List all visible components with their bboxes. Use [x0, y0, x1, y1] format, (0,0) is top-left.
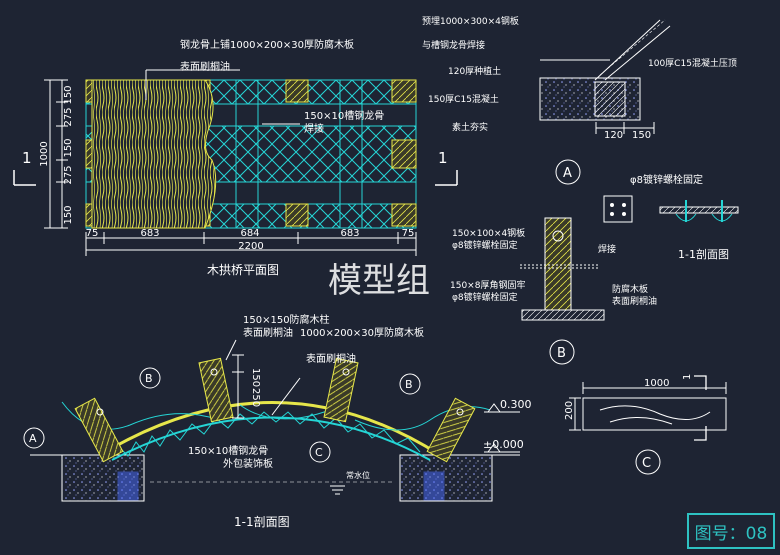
detail-a-note-2: 与槽钢龙骨焊接	[422, 39, 485, 51]
detail-b-section-title: 1-1剖面图	[678, 247, 729, 261]
plan-dim-h: 683	[340, 228, 359, 239]
plan-dim-h: 75	[86, 228, 99, 239]
plan-dim-h: 75	[402, 228, 415, 239]
detail-b-note-3: 焊接	[598, 243, 616, 255]
section-title: 1-1剖面图	[234, 515, 290, 529]
plan-note-channel: 150×10槽钢龙骨	[304, 109, 384, 122]
detail-b-post	[544, 217, 572, 311]
plan-note-channel-2: 焊接	[304, 122, 324, 135]
watermark-text: 模型组	[328, 261, 430, 301]
plan-title: 木拱桥平面图	[207, 263, 279, 277]
section-arch-top	[99, 401, 441, 457]
section-mark-b-right: B	[405, 378, 413, 391]
plan-dim-v: 150	[63, 85, 74, 104]
section-mark-right: 1	[438, 149, 448, 167]
section-foundation-right	[399, 454, 493, 502]
detail-a-note-4: 150厚C15混凝土	[428, 93, 499, 105]
detail-c-board	[582, 397, 727, 431]
detail-a-dim-1: 120	[604, 130, 623, 141]
detail-b-note-bolt: φ8镀锌螺栓固定	[630, 173, 703, 186]
section-mark-b-left: B	[145, 372, 153, 385]
detail-a-note-5: 素土夯实	[452, 121, 488, 133]
section-note-post-2: 表面刷桐油	[243, 326, 293, 339]
section-post	[198, 357, 234, 423]
plan-block	[391, 203, 417, 227]
detail-b-note-2: φ8镀锌螺栓固定	[452, 239, 518, 251]
detail-c-section-mark: 1	[682, 374, 693, 380]
detail-b-base-plate	[521, 309, 605, 321]
plan-dim-v-total: 1000	[39, 141, 50, 166]
section-post	[426, 397, 476, 463]
plan-dim-v: 150	[63, 138, 74, 157]
plan-note-deck: 钢龙骨上铺1000×200×30厚防腐木板	[180, 38, 354, 51]
section-post	[74, 397, 124, 463]
detail-b: 150×100×4钢板 φ8镀锌螺栓固定 焊接 150×8厚角钢固牢 φ8镀锌螺…	[450, 173, 739, 365]
plan-block	[391, 139, 417, 169]
section-truss-web	[119, 411, 421, 457]
plan-note-deck-2: 表面刷桐油	[180, 60, 230, 73]
section-mark-a: A	[29, 432, 37, 445]
plan-cross-channel	[235, 79, 259, 229]
detail-c-dim-w: 1000	[644, 378, 669, 389]
section-note-channel-2: 外包装饰板	[223, 457, 273, 470]
plan-dim-total: 2200	[238, 241, 263, 252]
section-note-board: 1000×200×30厚防腐木板	[300, 326, 424, 339]
detail-b-board	[659, 206, 739, 214]
detail-a-dim-2: 150	[632, 130, 651, 141]
section-water-label: 常水位	[346, 470, 370, 480]
section-elev-1: 0.300	[500, 398, 532, 411]
detail-a-note-3: 120厚种植土	[448, 65, 501, 77]
detail-b-plate	[603, 195, 633, 223]
section-note-post: 150×150防腐木柱	[243, 313, 330, 326]
detail-b-note-5: φ8镀锌螺栓固定	[452, 291, 518, 303]
detail-b-mark: B	[557, 346, 566, 361]
plan-dim-v: 150	[63, 205, 74, 224]
plan-view: 150 275 150 275 150 1000 75 683 684 683 …	[13, 38, 458, 277]
section-dim-250: 250	[250, 388, 261, 407]
detail-a: 预埋1000×300×4钢板 与槽钢龙骨焊接 120厚种植土 150厚C15混凝…	[422, 15, 737, 185]
section-note-board-2: 表面刷桐油	[306, 352, 356, 365]
plan-dim-h: 684	[240, 228, 259, 239]
detail-b-note-7: 表面刷桐油	[612, 295, 657, 307]
detail-c-dim-h: 200	[564, 401, 575, 420]
detail-a-note-6: 100厚C15混凝土压顶	[648, 57, 737, 69]
plan-block	[391, 79, 417, 103]
detail-a-footing	[594, 81, 626, 117]
plan-block	[285, 203, 309, 227]
detail-b-note-4: 150×8厚角钢固牢	[450, 279, 525, 291]
figure-number-badge: 图号：08	[687, 513, 775, 549]
detail-c: 1000 200 1 C	[564, 374, 727, 475]
section-mark-left: 1	[22, 149, 32, 167]
plan-deck-boards	[91, 79, 217, 229]
plan-cross-channel	[339, 79, 363, 229]
plan-dim-v: 275	[63, 107, 74, 126]
plan-dim-h: 683	[140, 228, 159, 239]
detail-b-note-6: 防腐木板	[612, 283, 648, 295]
detail-b-note-1: 150×100×4钢板	[452, 227, 525, 239]
detail-a-note-1: 预埋1000×300×4钢板	[422, 15, 519, 27]
plan-dim-v: 275	[63, 165, 74, 184]
section-mark-c: C	[315, 446, 323, 459]
section-dim-150: 150	[250, 368, 261, 387]
section-view: 常水位 150 250 0.300 ±0.000 150×150防腐木柱 表面刷…	[23, 313, 532, 529]
detail-c-mark: C	[642, 456, 651, 471]
section-elev-2: ±0.000	[483, 438, 524, 451]
section-note-channel: 150×10槽钢龙骨	[188, 444, 268, 457]
plan-block	[285, 79, 309, 103]
section-post	[323, 357, 359, 423]
detail-a-mark: A	[563, 166, 572, 181]
figure-number-label: 图号：08	[694, 523, 768, 544]
